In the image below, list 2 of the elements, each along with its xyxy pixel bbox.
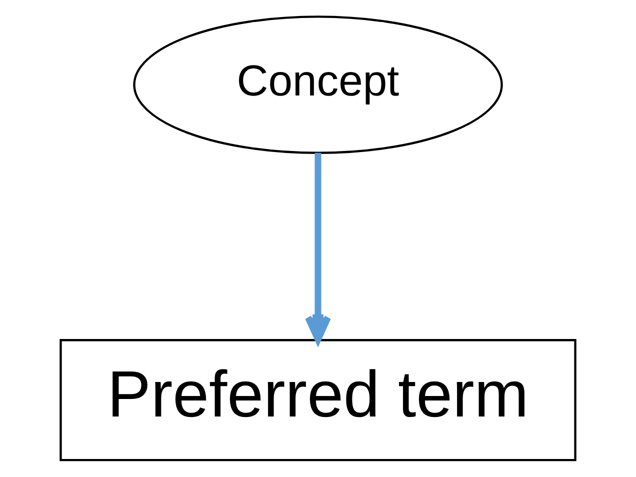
node-box: Preferred term (60, 339, 576, 462)
node-ellipse: Concept (133, 16, 503, 154)
